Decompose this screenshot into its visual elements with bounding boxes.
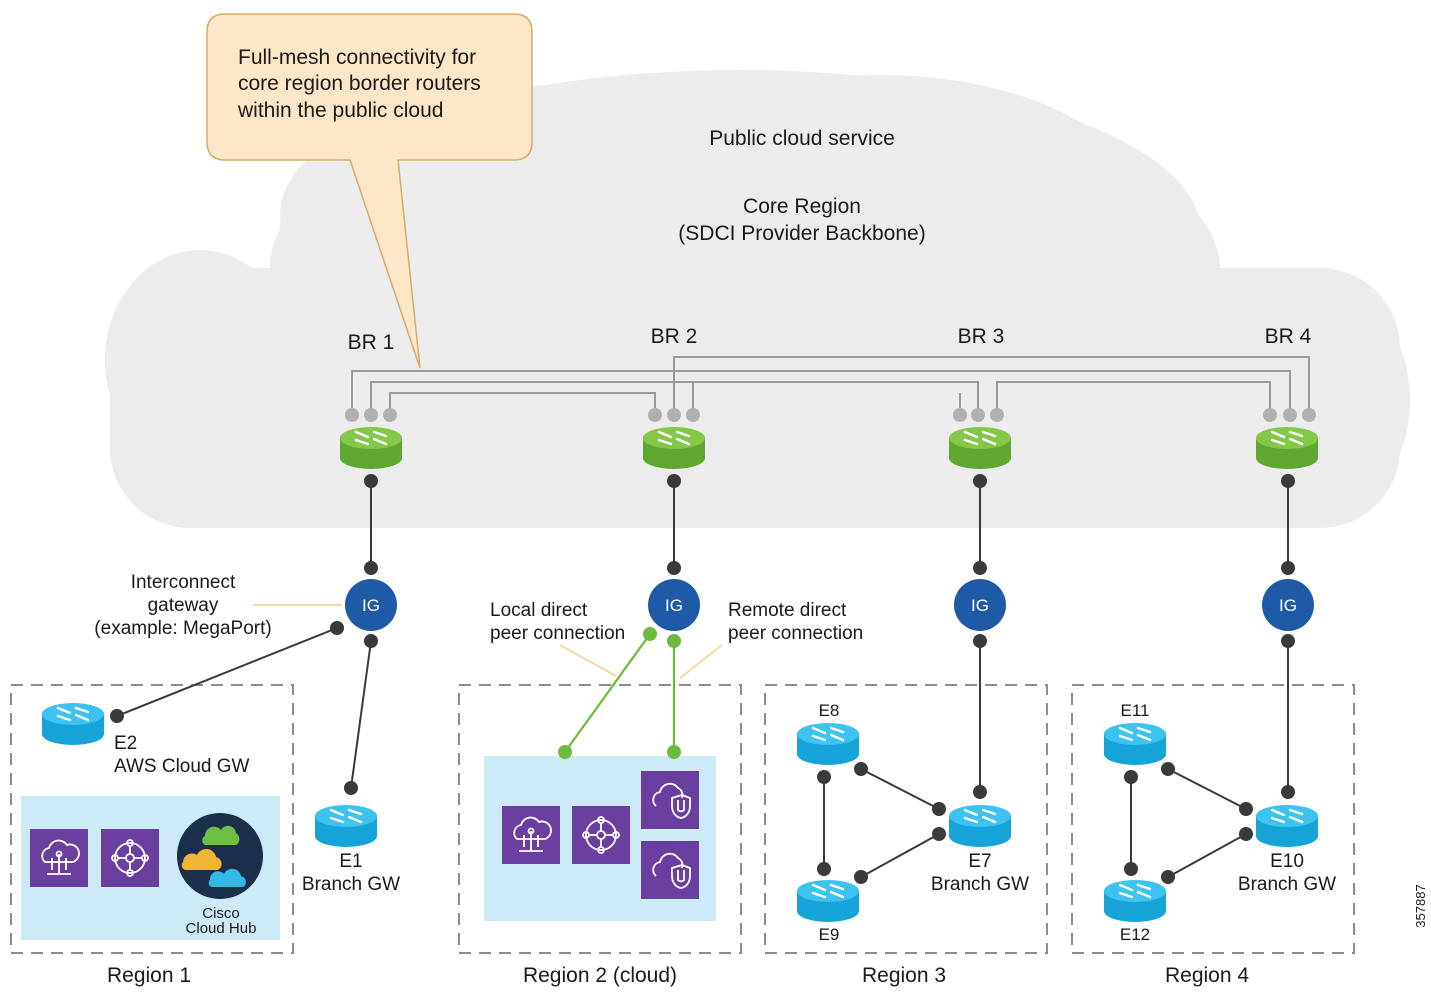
e1-name: E1 (339, 851, 362, 872)
ig-node-2: IG (648, 579, 700, 631)
remote-peer-label-2: peer connection (728, 623, 863, 644)
callout-line-1: Full-mesh connectivity for (238, 46, 476, 69)
cloud-network-icon-2 (501, 805, 561, 865)
br1-router-icon (338, 425, 404, 471)
ig-node-4: IG (1262, 579, 1314, 631)
br4-label: BR 4 (1265, 325, 1312, 348)
ig-node-1: IG (345, 579, 397, 631)
interconnect-label-3: (example: MegaPort) (94, 618, 271, 639)
br2-label: BR 2 (651, 325, 698, 348)
e2-name: E2 (114, 733, 137, 754)
remote-peer-label-1: Remote direct (728, 600, 847, 621)
local-peer-label-1: Local direct (490, 600, 588, 621)
e10-router-icon (1254, 803, 1320, 849)
br4-router-icon (1254, 425, 1320, 471)
region-1-label: Region 1 (107, 964, 191, 987)
br3-router-icon (947, 425, 1013, 471)
e1-router-icon (313, 803, 379, 849)
cloud-title: Public cloud service (709, 127, 895, 150)
e7-role: Branch GW (931, 874, 1029, 895)
e7-router-icon (947, 803, 1013, 849)
interconnect-label-2: gateway (148, 595, 219, 616)
e11-router-icon (1102, 721, 1168, 767)
callout-line-3: within the public cloud (237, 99, 443, 122)
region-2-label: Region 2 (cloud) (523, 964, 677, 987)
cloud-shield-icon-1 (640, 770, 700, 830)
mesh-port-dots (345, 408, 1316, 422)
e10-role: Branch GW (1238, 874, 1336, 895)
ig-node-3: IG (954, 579, 1006, 631)
br2-router-icon (641, 425, 707, 471)
e2-router-icon (40, 701, 106, 747)
region-4-box (1071, 684, 1355, 954)
e7-name: E7 (968, 851, 991, 872)
transit-hub-icon (100, 828, 160, 888)
remote-peer-leader (679, 644, 723, 679)
svg-text:IG: IG (362, 596, 380, 615)
local-peer-leader (559, 644, 617, 677)
region-2-box (458, 684, 742, 954)
e12-router-icon (1102, 878, 1168, 924)
interconnect-label-1: Interconnect (131, 572, 236, 593)
local-peer-link (564, 633, 651, 753)
region-3-label: Region 3 (862, 964, 946, 987)
e1-role: Branch GW (302, 874, 400, 895)
svg-text:IG: IG (1279, 596, 1297, 615)
callout-bubble: Full-mesh connectivity for core region b… (206, 13, 533, 369)
br-ig-links (364, 474, 1295, 575)
callout-line-2: core region border routers (238, 72, 481, 95)
ig1-e2-link (116, 627, 338, 717)
cloud-network-icon (29, 828, 89, 888)
region-1-box (10, 684, 294, 954)
e9-router-icon (795, 878, 861, 924)
region-3-box (764, 684, 1048, 954)
br1-label: BR 1 (348, 331, 395, 354)
full-mesh-links (351, 356, 1310, 412)
svg-text:IG: IG (971, 596, 989, 615)
figure-id: 357887 (1413, 884, 1428, 927)
e8-router-icon (795, 721, 861, 767)
ig1-e1-link (350, 640, 372, 789)
core-region-subtitle: (SDCI Provider Backbone) (678, 222, 925, 245)
cisco-hub-label-2: Cloud Hub (186, 920, 257, 937)
cisco-cloud-hub-icon (177, 813, 263, 899)
e10-name: E10 (1270, 851, 1304, 872)
cisco-hub-label-1: Cisco (202, 905, 240, 922)
e11-name: E11 (1121, 701, 1150, 720)
e9-name: E9 (819, 925, 840, 944)
core-region-title: Core Region (743, 195, 861, 218)
e12-name: E12 (1120, 925, 1150, 944)
region-4-label: Region 4 (1165, 964, 1249, 987)
e2-role: AWS Cloud GW (114, 756, 250, 777)
br3-label: BR 3 (958, 325, 1005, 348)
e8-name: E8 (819, 701, 840, 720)
local-peer-label-2: peer connection (490, 623, 625, 644)
svg-text:IG: IG (665, 596, 683, 615)
transit-hub-icon-2 (571, 805, 631, 865)
cloud-shield-icon-2 (640, 840, 700, 900)
